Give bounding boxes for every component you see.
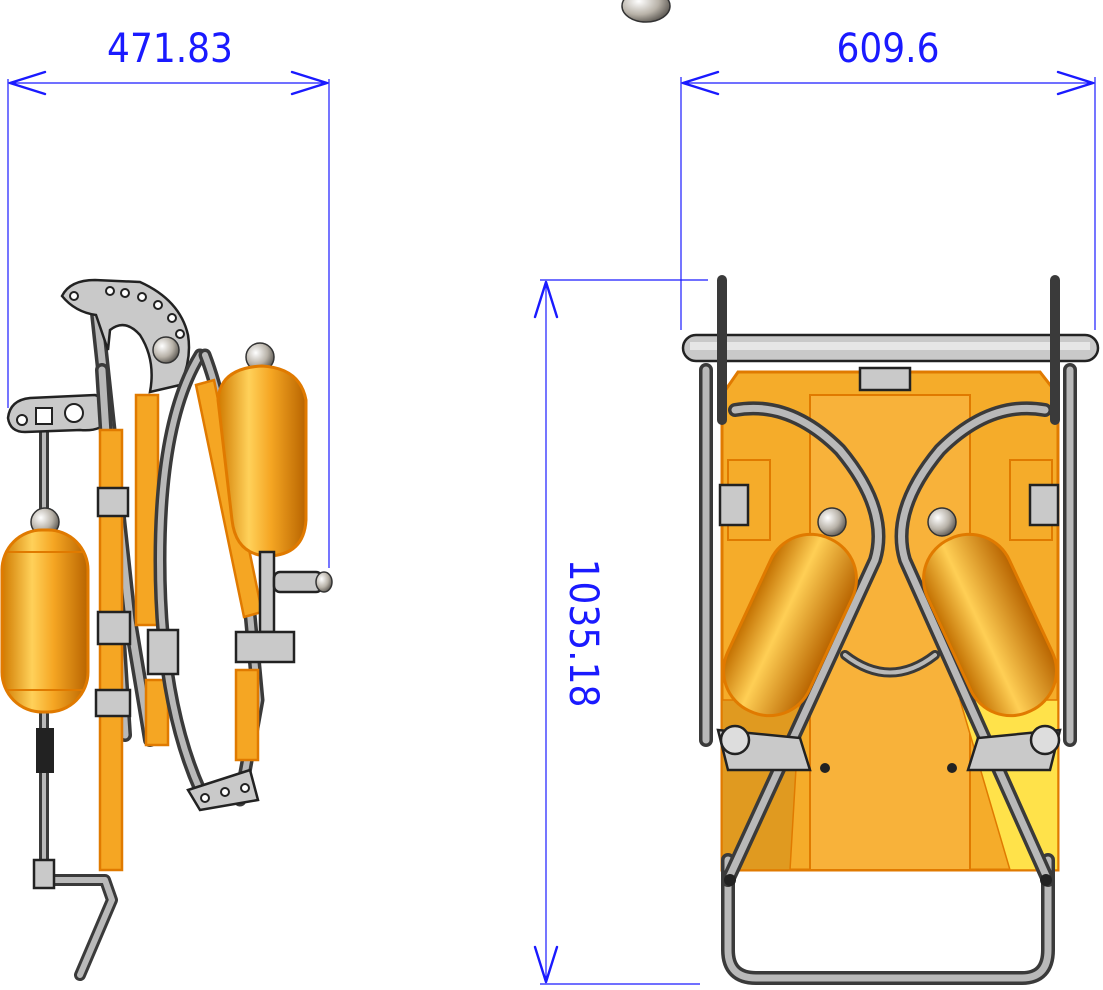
side-left-bracket	[6, 393, 112, 434]
reference-sphere	[621, 0, 671, 23]
dimension-label-side-width: 471.83	[107, 26, 233, 72]
side-bottom-bracket	[186, 768, 260, 812]
dimension-label-height: 1035.18	[560, 559, 606, 708]
side-view	[0, 278, 333, 981]
side-bottom-tube	[34, 874, 118, 981]
side-top-plate	[60, 278, 191, 394]
dimension-label-front-width: 609.6	[837, 26, 940, 72]
front-right-tank	[922, 507, 1058, 718]
front-side-uprights	[699, 275, 1077, 747]
front-view	[681, 275, 1100, 985]
front-left-tank	[722, 507, 858, 718]
side-valve	[234, 550, 333, 664]
dimension-height: 1035.18	[533, 279, 708, 985]
dimension-front-width: 609.6	[680, 26, 1096, 330]
front-bottom-frame	[721, 853, 1055, 985]
side-right-tank	[216, 342, 308, 558]
dimension-side-width: 471.83	[7, 26, 330, 568]
side-left-tank	[0, 507, 90, 714]
side-orange-rail	[98, 393, 170, 872]
front-clamps	[716, 366, 1062, 886]
front-top-crossbar	[681, 333, 1100, 363]
front-x-frame	[721, 401, 1055, 887]
side-clamps	[94, 486, 180, 718]
